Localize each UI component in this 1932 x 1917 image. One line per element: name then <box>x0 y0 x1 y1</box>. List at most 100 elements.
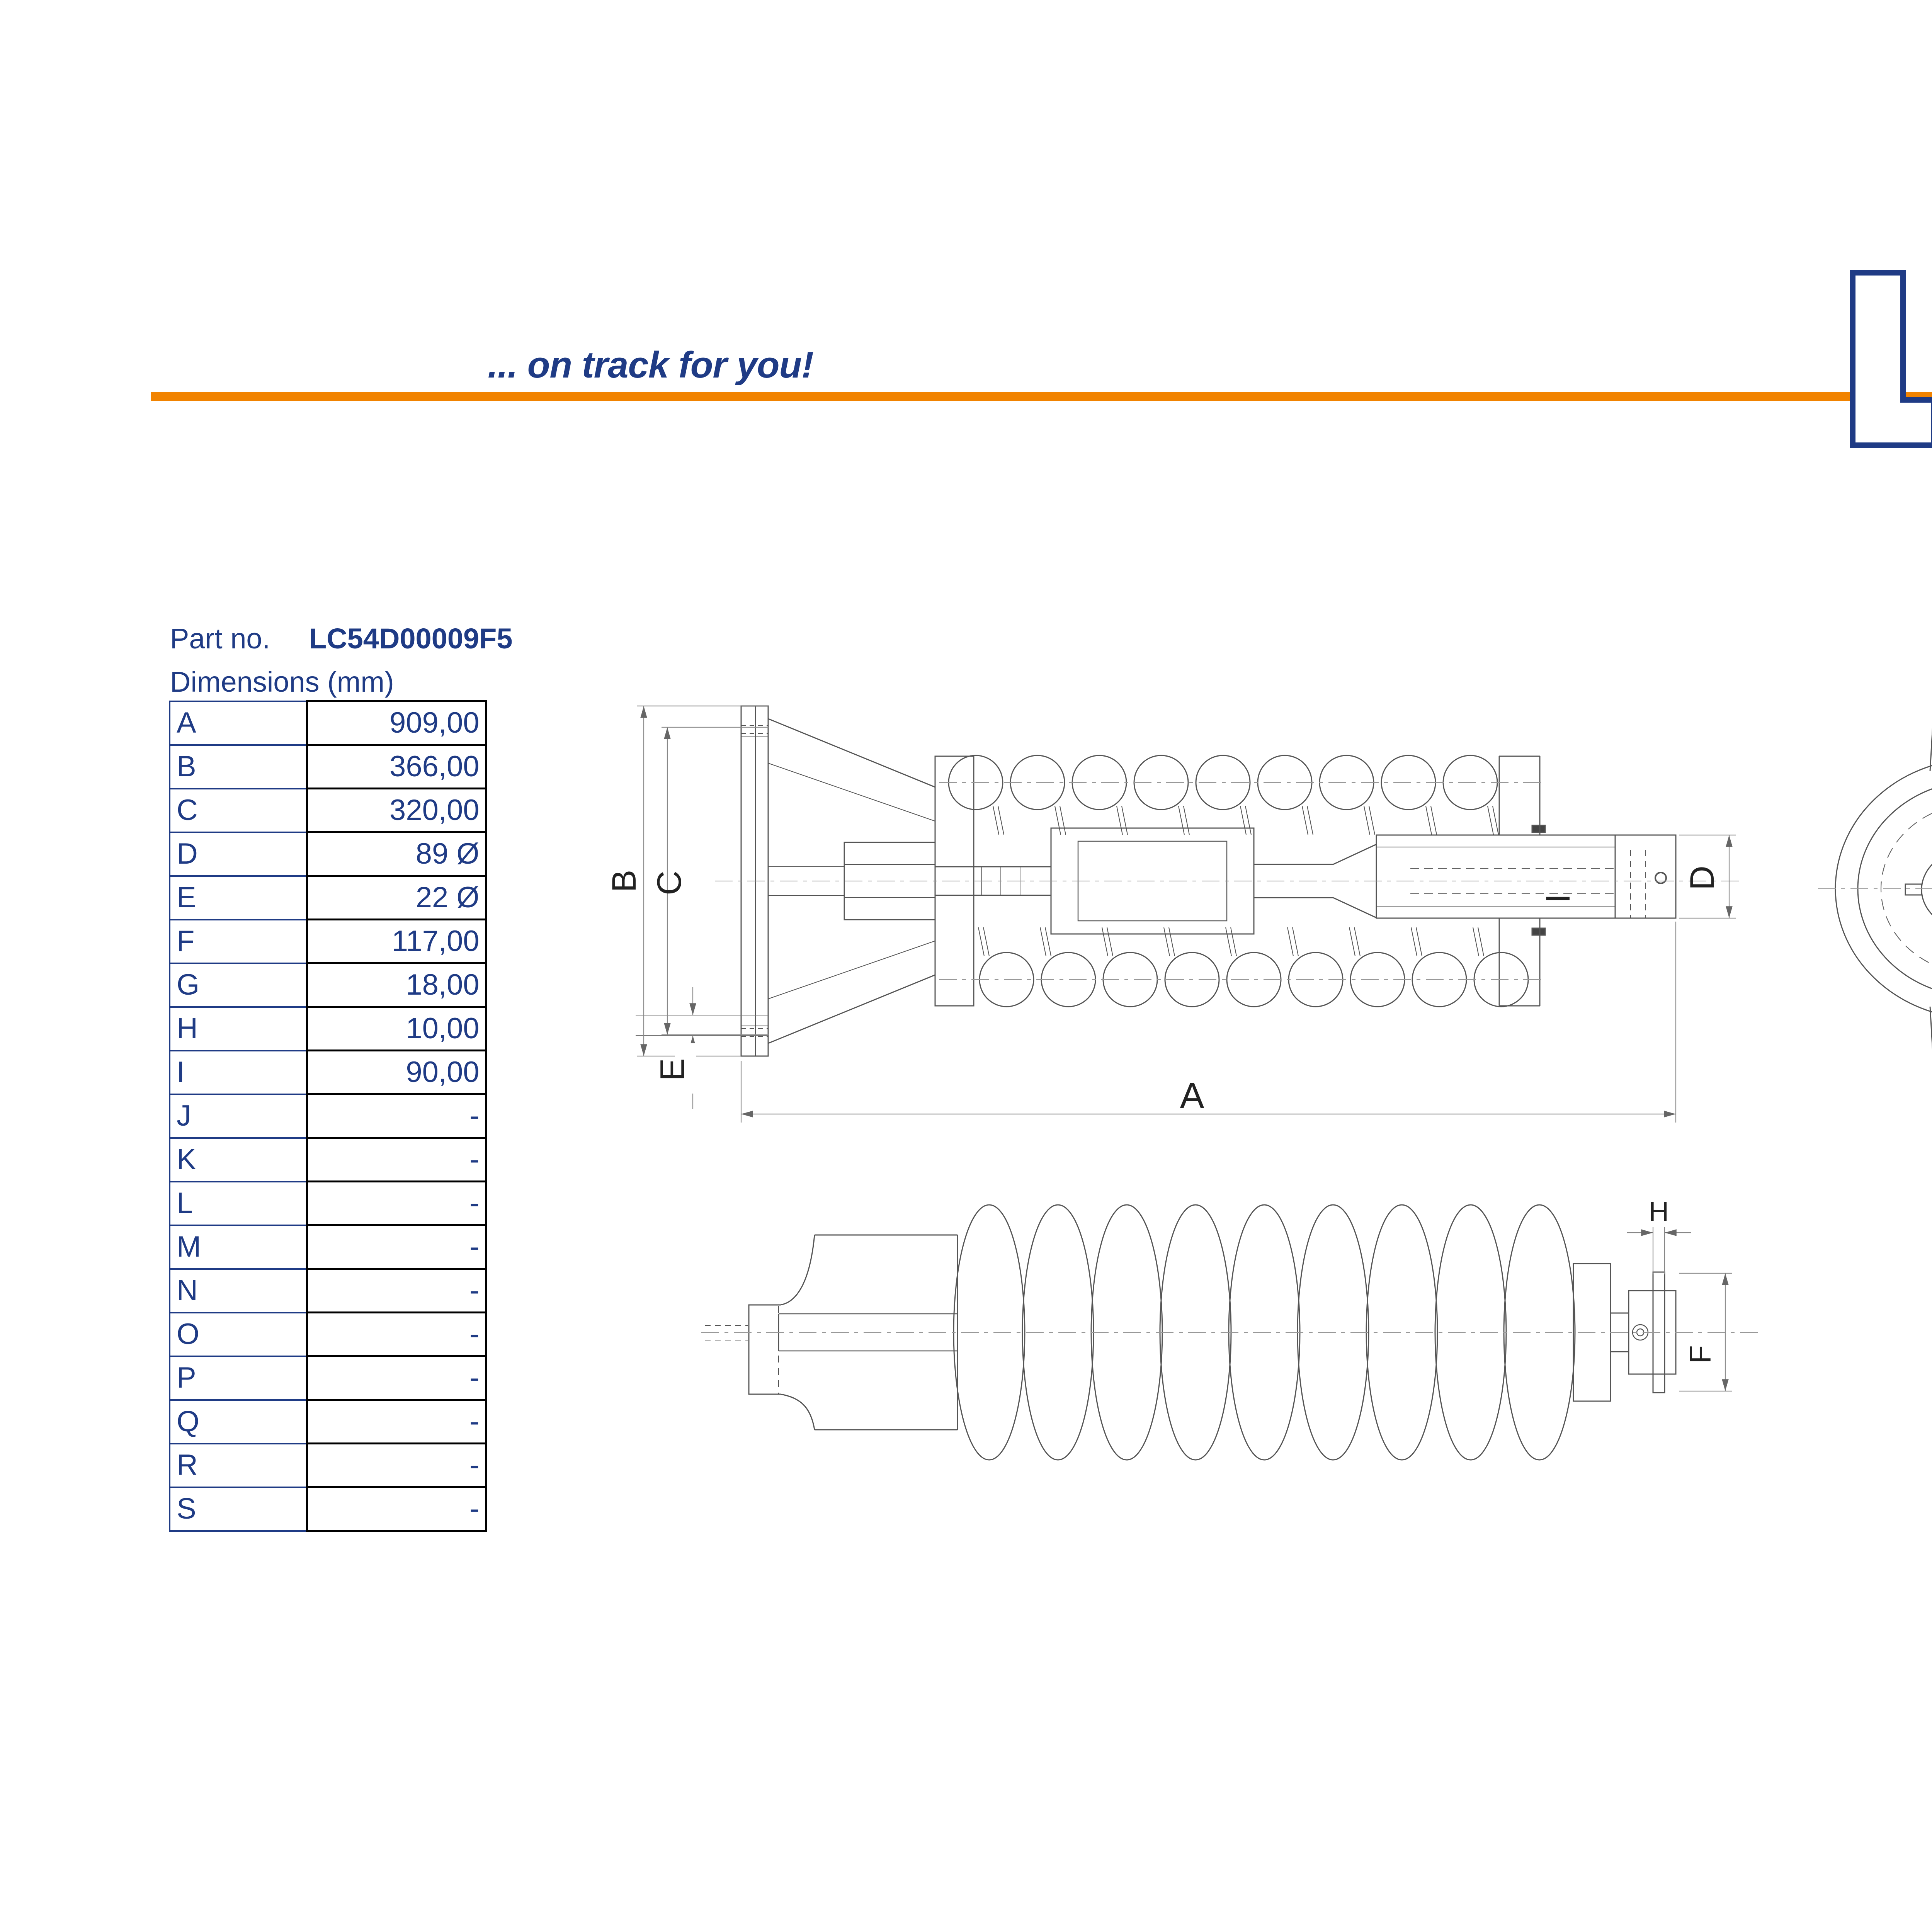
end-view-centerlines <box>1818 888 1932 889</box>
dimension-value: - <box>306 1268 487 1313</box>
dimension-key: K <box>169 1137 308 1182</box>
dim-label-c: C <box>650 871 688 895</box>
dimension-value: 909,00 <box>306 700 487 746</box>
table-row: N- <box>169 1268 487 1313</box>
table-row: K- <box>169 1137 487 1182</box>
part-number-label: Part no. <box>170 623 270 655</box>
dimension-key: I <box>169 1050 308 1095</box>
table-row: J- <box>169 1093 487 1139</box>
table-row: R- <box>169 1442 487 1488</box>
grease-fitting-icon <box>1655 872 1667 884</box>
flange-hidden-circle <box>1880 813 1932 965</box>
threaded-rod <box>935 866 1051 896</box>
top-lug <box>1929 728 1932 771</box>
dimension-key: C <box>169 788 308 833</box>
dimension-value: - <box>306 1180 487 1226</box>
yoke-outline <box>740 705 975 1057</box>
helical-spring <box>953 1204 1576 1461</box>
piston-rod <box>1254 844 1377 919</box>
spring-coils <box>948 755 1529 1007</box>
dimension-value: - <box>306 1355 487 1401</box>
label-mask <box>675 1043 696 1094</box>
grease-fitting-icon <box>1632 1324 1649 1341</box>
dimension-key: M <box>169 1224 308 1270</box>
bottom-lug <box>1929 1006 1932 1050</box>
dimension-key: N <box>169 1268 308 1313</box>
dimension-value: - <box>306 1311 487 1357</box>
flange-outer-rim <box>1835 765 1932 1013</box>
bottom-view <box>701 1204 1762 1461</box>
dimension-value: 10,00 <box>306 1006 487 1051</box>
dimension-value: - <box>306 1137 487 1182</box>
dimension-key: F <box>169 919 308 964</box>
table-row: Q- <box>169 1399 487 1444</box>
flange-inner-rim <box>1857 788 1932 989</box>
center-housing <box>1050 827 1255 935</box>
dimension-value: - <box>306 1224 487 1270</box>
main-side-view <box>636 705 1739 1057</box>
bottom-yoke <box>705 1234 958 1431</box>
bottom-view-dimensions <box>1627 1227 1732 1392</box>
dimension-key: A <box>169 700 308 746</box>
dim-label-a: A <box>1180 1075 1204 1116</box>
dimension-value: 89 Ø <box>306 831 487 877</box>
dimension-value: 366,00 <box>306 744 487 789</box>
recoil-cylinder <box>1376 825 1677 936</box>
dimension-value: 90,00 <box>306 1050 487 1095</box>
centerlines <box>715 782 1739 980</box>
dimension-value: - <box>306 1486 487 1532</box>
dimension-value: 18,00 <box>306 962 487 1008</box>
tagline: ... on track for you! <box>488 344 814 386</box>
accent-rule <box>151 392 1932 401</box>
table-row: P- <box>169 1355 487 1401</box>
dimension-key: Q <box>169 1399 308 1444</box>
keyway-left <box>1905 883 1922 896</box>
table-row: S- <box>169 1486 487 1532</box>
dim-label-b: B <box>605 870 643 893</box>
table-row: M- <box>169 1224 487 1270</box>
dimension-key: L <box>169 1180 308 1226</box>
dimension-value: - <box>306 1093 487 1139</box>
dimension-key: P <box>169 1355 308 1401</box>
dimension-value: 22 Ø <box>306 875 487 920</box>
dimension-key: G <box>169 962 308 1008</box>
dim-label-h: H <box>1649 1196 1669 1227</box>
dimension-key: B <box>169 744 308 789</box>
dimension-value: 117,00 <box>306 919 487 964</box>
dimension-key: J <box>169 1093 308 1139</box>
dimension-value: - <box>306 1399 487 1444</box>
dimensions-heading: Dimensions (mm) <box>170 666 394 698</box>
dimension-key: H <box>169 1006 308 1051</box>
snap-ring <box>1531 927 1546 936</box>
dimension-key: O <box>169 1311 308 1357</box>
dimension-value: 320,00 <box>306 788 487 833</box>
dimension-key: E <box>169 875 308 920</box>
part-number-line: Part no. LC54D00009F5 <box>170 622 513 655</box>
part-number-value: LC54D00009F5 <box>309 623 513 655</box>
snap-ring <box>1531 825 1546 833</box>
dim-label-f: F <box>1683 1345 1717 1364</box>
table-row: O- <box>169 1311 487 1357</box>
end-view <box>1818 728 1932 1050</box>
right-spring-seat <box>1498 755 1541 1007</box>
dimension-key: S <box>169 1486 308 1532</box>
dimension-key: D <box>169 831 308 877</box>
adjuster-nut <box>768 842 936 920</box>
bottom-right-end <box>1573 1263 1677 1402</box>
pin-retainer-plate <box>1652 1271 1665 1393</box>
dim-label-d: D <box>1683 866 1721 890</box>
dim-label-e: E <box>653 1058 691 1081</box>
dimension-key: R <box>169 1442 308 1488</box>
